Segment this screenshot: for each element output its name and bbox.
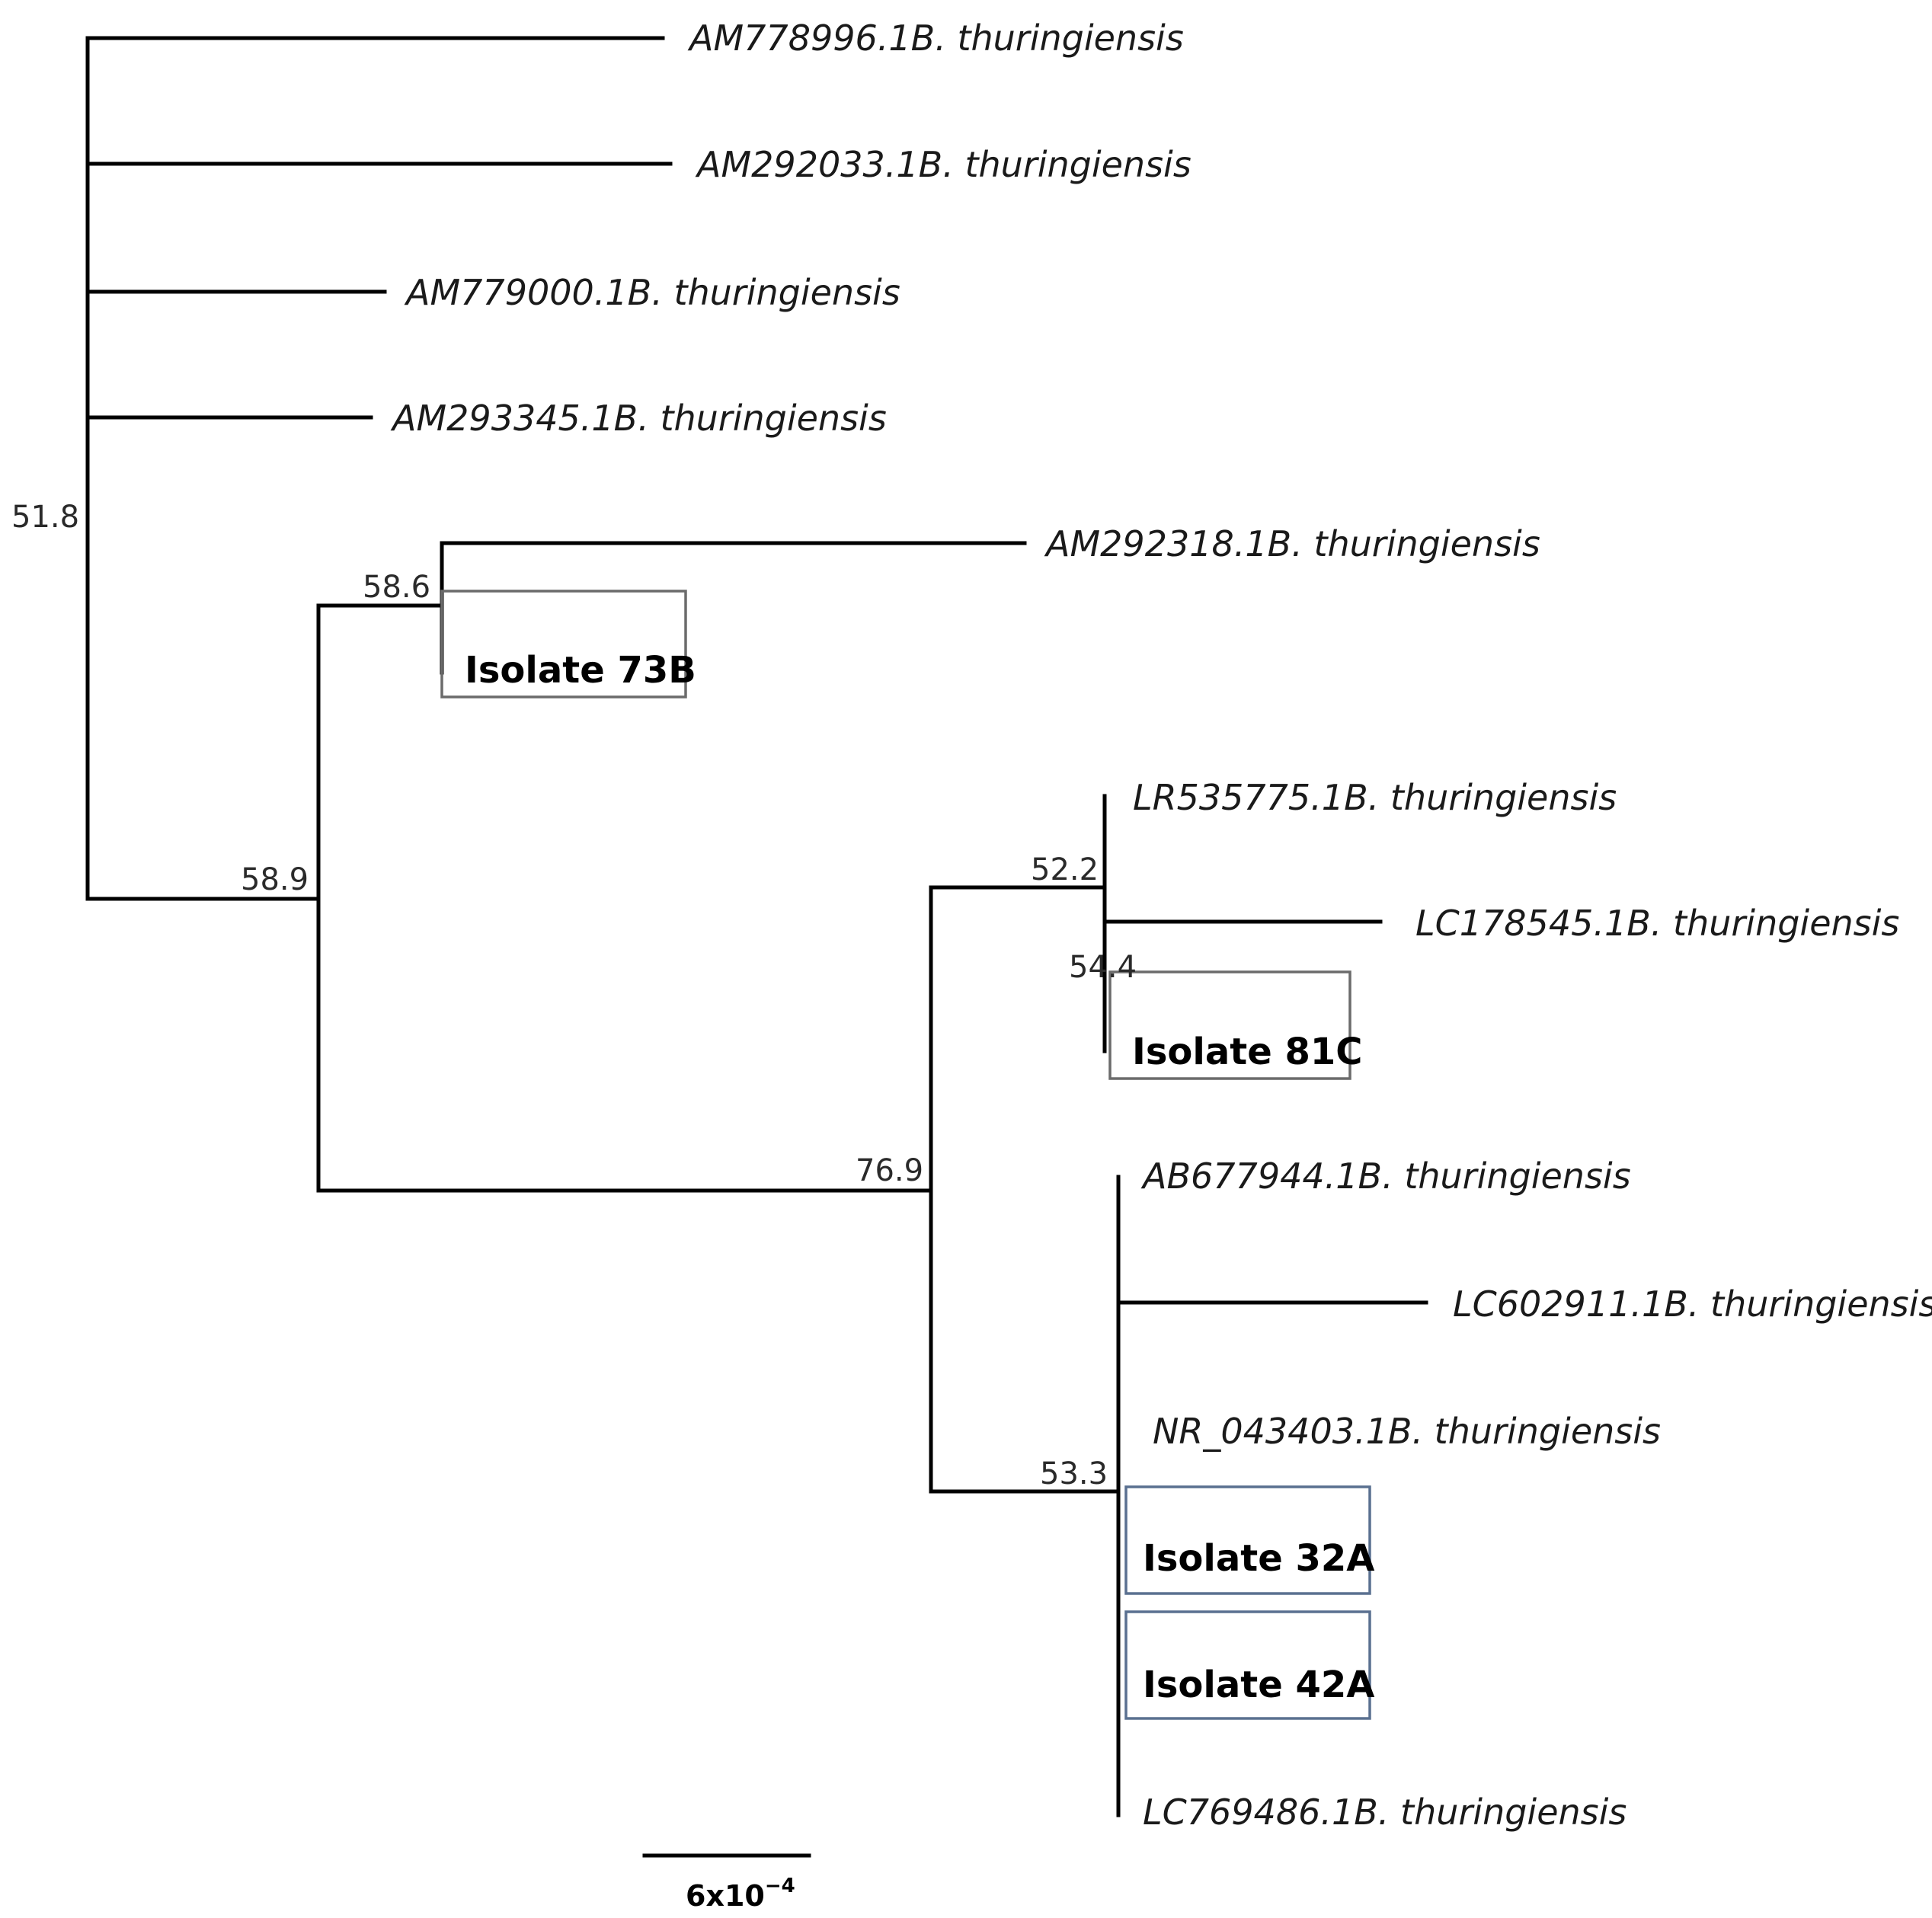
clade-53-3 bbox=[1116, 1175, 1428, 1817]
leaf-label-nr043403: NR_043403.1B. thuringiensis bbox=[1153, 1411, 1661, 1452]
scale-bar: 6x10−4 bbox=[642, 1853, 811, 1913]
support-value-76-9: 76.9 bbox=[856, 1153, 923, 1188]
isolate-label-32a: Isolate 32A bbox=[1143, 1537, 1374, 1580]
leaf-label-lc769486: LC769486.1B. thuringiensis bbox=[1143, 1792, 1627, 1833]
leaf-label-lc602911: LC602911.1B. thuringiensis bbox=[1453, 1283, 1932, 1325]
clade-52-2 bbox=[1102, 794, 1383, 1053]
leaf-label-am779000: AM779000.1B. thuringiensis bbox=[404, 272, 900, 313]
support-value-root: 51.8 bbox=[11, 500, 79, 535]
clade-58-9 bbox=[316, 603, 933, 1193]
leaf-label-am292318: AM292318.1B. thuringiensis bbox=[1044, 523, 1540, 564]
isolate-42a-box bbox=[1124, 1610, 1371, 1720]
leaf-label-lc178545: LC178545.1B. thuringiensis bbox=[1415, 903, 1899, 944]
scale-bar-base: 6x10 bbox=[686, 1879, 765, 1913]
isolate-label-42a: Isolate 42A bbox=[1143, 1664, 1374, 1706]
clade-76-9 bbox=[929, 885, 1121, 1494]
isolate-81c-box bbox=[1108, 970, 1351, 1080]
support-value-58-6: 58.6 bbox=[363, 570, 430, 605]
leaf-label-am778996: AM778996.1B. thuringiensis bbox=[687, 18, 1184, 59]
leaf-label-ab677944: AB677944.1B. thuringiensis bbox=[1140, 1156, 1631, 1197]
leaf-label-lr535775: LR535775.1B. thuringiensis bbox=[1133, 777, 1617, 818]
support-value-53-3: 53.3 bbox=[1040, 1456, 1108, 1491]
scale-bar-label: 6x10−4 bbox=[686, 1875, 795, 1913]
support-value-54-4: 54.4 bbox=[1069, 950, 1137, 985]
isolate-73b-box bbox=[440, 590, 687, 698]
isolate-label-81c: Isolate 81C bbox=[1132, 1031, 1362, 1073]
leaf-label-am293345: AM293345.1B. thuringiensis bbox=[390, 398, 887, 439]
scale-bar-exponent: −4 bbox=[765, 1875, 795, 1897]
support-value-58-9: 58.9 bbox=[241, 862, 309, 897]
root-clade bbox=[85, 36, 673, 901]
isolate-label-73b: Isolate 73B bbox=[465, 649, 696, 692]
support-value-52-2: 52.2 bbox=[1031, 852, 1099, 887]
leaf-label-am292033: AM292033.1B. thuringiensis bbox=[695, 144, 1192, 185]
isolate-32a-box bbox=[1124, 1485, 1371, 1595]
